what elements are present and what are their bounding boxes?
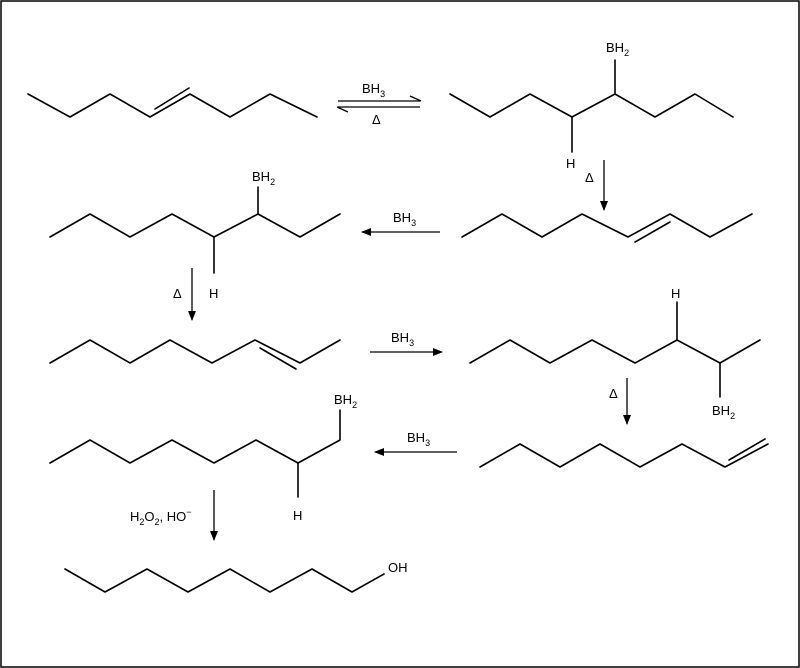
reagent-bh3-1: BH3 <box>362 81 385 99</box>
molecule-2-octylborane <box>469 301 761 398</box>
atom-boron-3: BH2 <box>712 403 735 421</box>
molecule-1-octene <box>479 438 769 468</box>
heat-label-1: Δ <box>372 112 381 127</box>
molecule-3-octene <box>461 213 753 243</box>
atom-hydrogen-4: H <box>293 508 302 523</box>
heat-label-4: Δ <box>609 386 618 401</box>
reagent-bh3-3: BH3 <box>391 330 414 348</box>
molecule-1-octylborane <box>49 409 341 498</box>
molecule-1-octanol <box>64 568 385 593</box>
atom-boron-1: BH2 <box>606 40 629 58</box>
atom-hydrogen-1: H <box>566 156 575 171</box>
reagent-bh3-2: BH3 <box>393 210 416 228</box>
molecule-4-octene <box>27 87 318 118</box>
heat-label-3: Δ <box>173 286 182 301</box>
atom-hydrogen-2: H <box>209 286 218 301</box>
atom-boron-2: BH2 <box>252 169 275 187</box>
molecule-3-octylborane <box>49 186 341 274</box>
heat-label-2: Δ <box>585 170 594 185</box>
atom-hydrogen-3: H <box>671 286 680 301</box>
reagent-bh3-4: BH3 <box>407 430 430 448</box>
atom-hydroxyl: OH <box>388 560 408 575</box>
molecule-2-octene <box>49 339 341 370</box>
molecule-4-octylborane <box>449 59 734 153</box>
equilibrium-arrow <box>336 95 422 113</box>
atom-boron-4: BH2 <box>334 392 357 410</box>
reagent-h2o2-ho: H2O2, HO− <box>130 507 192 527</box>
